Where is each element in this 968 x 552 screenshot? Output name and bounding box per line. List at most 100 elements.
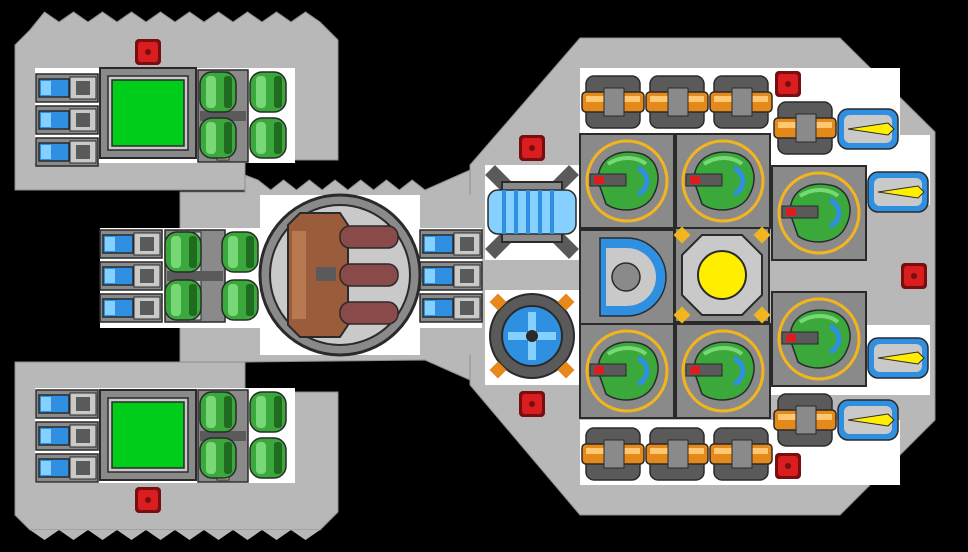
turret-lens [828, 323, 842, 355]
thruster-port [140, 269, 154, 283]
turret-lens [732, 165, 746, 197]
tank-highlight [206, 442, 216, 474]
cannon-breech [731, 87, 753, 117]
red-node-icon[interactable] [775, 453, 801, 479]
turret-muzzle [594, 176, 604, 184]
thruster-port [76, 81, 90, 95]
cannon-icon[interactable] [773, 101, 837, 155]
turret-ring [585, 139, 669, 223]
reactor-core-icon[interactable] [673, 226, 771, 324]
turret-highlight [702, 346, 744, 356]
thruster-nozzle-icon[interactable] [99, 261, 163, 291]
turret-ring [777, 297, 861, 381]
turret-icon[interactable] [579, 133, 675, 229]
missile-launcher-icon[interactable] [867, 337, 929, 379]
tank-highlight [206, 76, 216, 108]
missile-launcher-icon[interactable] [837, 399, 899, 441]
cannon-coil-rib [514, 190, 518, 234]
cannon-icon[interactable] [709, 427, 773, 481]
thruster-nozzle-icon[interactable] [99, 293, 163, 323]
turret-muzzle [786, 208, 796, 216]
fuel-tank-icon [249, 437, 287, 479]
thruster-highlight [41, 113, 51, 127]
thruster-nozzle-icon[interactable] [35, 73, 99, 103]
tank-highlight [171, 236, 181, 268]
turret-icon[interactable] [675, 323, 771, 419]
hull-teeth-bottom [30, 530, 320, 540]
cannon-coil [487, 189, 577, 235]
shield-node [557, 293, 575, 311]
monitor-panel[interactable] [99, 67, 197, 159]
cannon-coil-rib [550, 190, 554, 234]
thruster-port [76, 429, 90, 443]
tank-shadow [274, 122, 282, 154]
tank-shadow [224, 76, 232, 108]
monitor-panel[interactable] [99, 389, 197, 481]
fuel-tank-icon [199, 391, 237, 433]
turret-ring [681, 139, 765, 223]
rotary-hatch [316, 267, 336, 281]
red-node-dot [785, 463, 791, 469]
thruster-nozzle-icon[interactable] [35, 421, 99, 451]
thruster-highlight [105, 269, 115, 283]
turret-icon[interactable] [771, 165, 867, 261]
red-node-icon[interactable] [519, 135, 545, 161]
cannon-icon[interactable] [645, 75, 709, 129]
tank-highlight [228, 236, 238, 268]
red-node-icon[interactable] [135, 487, 161, 513]
rotary-housing-highlight [292, 231, 306, 319]
turret-icon[interactable] [771, 291, 867, 387]
thruster-port [76, 397, 90, 411]
rotary-barrel [339, 263, 399, 287]
red-node-icon[interactable] [519, 391, 545, 417]
shield-center [526, 330, 538, 342]
cannon-icon[interactable] [581, 427, 645, 481]
turret-ring [585, 329, 669, 413]
thruster-nozzle-icon[interactable] [35, 389, 99, 419]
turret-body [693, 151, 755, 211]
tank-highlight [256, 76, 266, 108]
missile-launcher-icon[interactable] [837, 108, 899, 150]
pipe-horizontal [167, 271, 223, 281]
red-node-dot [145, 49, 151, 55]
red-node-icon[interactable] [135, 39, 161, 65]
thruster-highlight [41, 81, 51, 95]
cannon-icon[interactable] [709, 75, 773, 129]
missile-warhead [877, 185, 925, 199]
cannon-icon[interactable] [773, 393, 837, 447]
red-node-dot [145, 497, 151, 503]
shield-turret-icon[interactable] [489, 293, 575, 379]
thruster-nozzle-icon[interactable] [35, 105, 99, 135]
rotary-barrel [339, 225, 399, 249]
fuel-tank-icon [164, 279, 202, 321]
tank-highlight [171, 284, 181, 316]
core-corner-node [753, 306, 771, 324]
red-node-icon[interactable] [901, 263, 927, 289]
thruster-port [140, 237, 154, 251]
monitor-screen [111, 79, 185, 147]
fuel-tank-icon [164, 231, 202, 273]
rotary-barrel [339, 301, 399, 325]
cannon-icon[interactable] [581, 75, 645, 129]
dome-module-icon[interactable] [579, 229, 675, 325]
thruster-nozzle-icon[interactable] [419, 261, 483, 291]
thruster-nozzle-icon[interactable] [35, 453, 99, 483]
cannon-breech [795, 113, 817, 143]
red-node-icon[interactable] [775, 71, 801, 97]
thruster-nozzle-icon[interactable] [99, 229, 163, 259]
turret-highlight [606, 156, 648, 166]
missile-launcher-icon[interactable] [867, 171, 929, 213]
turret-lens [636, 165, 650, 197]
cannon-icon[interactable] [645, 427, 709, 481]
turret-icon[interactable] [675, 133, 771, 229]
turret-icon[interactable] [579, 323, 675, 419]
thruster-nozzle-icon[interactable] [35, 137, 99, 167]
thruster-nozzle-icon[interactable] [419, 293, 483, 323]
heavy-cannon-icon[interactable] [485, 165, 579, 259]
thruster-nozzle-icon[interactable] [419, 229, 483, 259]
core-light [697, 250, 747, 300]
core-corner-node [753, 226, 771, 244]
rotary-cannon-icon[interactable] [258, 193, 422, 357]
tank-shadow [189, 284, 197, 316]
